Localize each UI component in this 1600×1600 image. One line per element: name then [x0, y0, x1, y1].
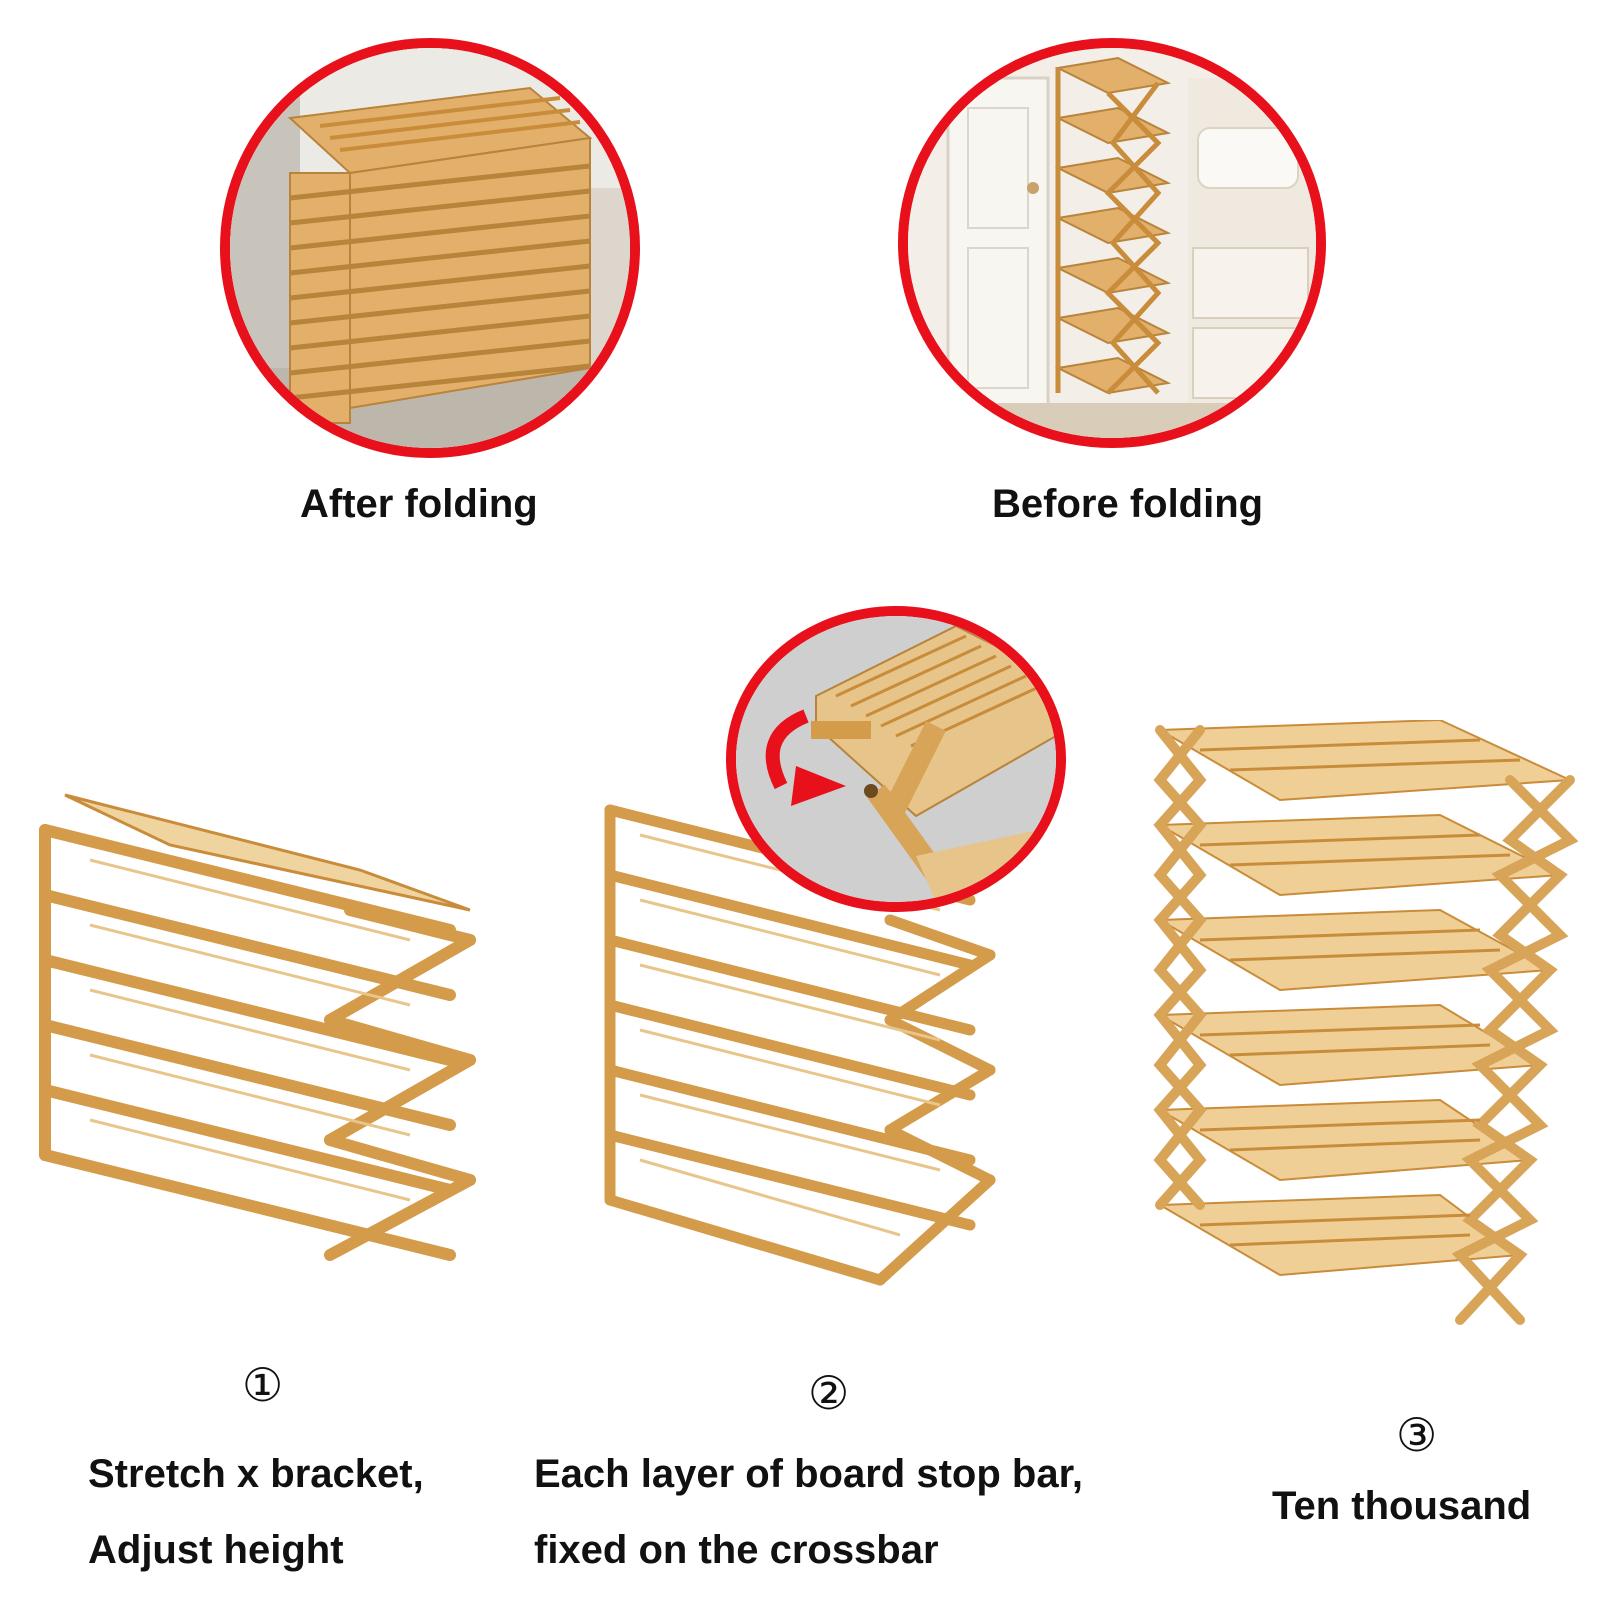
step-2-number: ② [808, 1366, 850, 1420]
step-3-number: ③ [1396, 1408, 1438, 1462]
step-3-caption-line-1: Ten thousand [1272, 1484, 1532, 1528]
step-1-caption-line-1: Stretch x bracket, [88, 1452, 424, 1496]
after-folding-caption: After folding [300, 482, 538, 526]
step-1-shelf-image [30, 790, 490, 1290]
before-folding-photo [898, 38, 1326, 448]
after-folding-photo [220, 38, 640, 458]
step-1-caption-line-2: Adjust height [88, 1528, 344, 1572]
stop-bar-detail-photo [726, 606, 1066, 912]
step-1-number: ① [242, 1358, 284, 1412]
step-3-shelf-image [1140, 720, 1580, 1330]
step-2-caption-line-2: fixed on the crossbar [534, 1528, 939, 1572]
step-2-caption-line-1: Each layer of board stop bar, [534, 1452, 1084, 1496]
rotate-arrow-icon [765, 709, 809, 790]
before-folding-caption: Before folding [992, 482, 1264, 526]
